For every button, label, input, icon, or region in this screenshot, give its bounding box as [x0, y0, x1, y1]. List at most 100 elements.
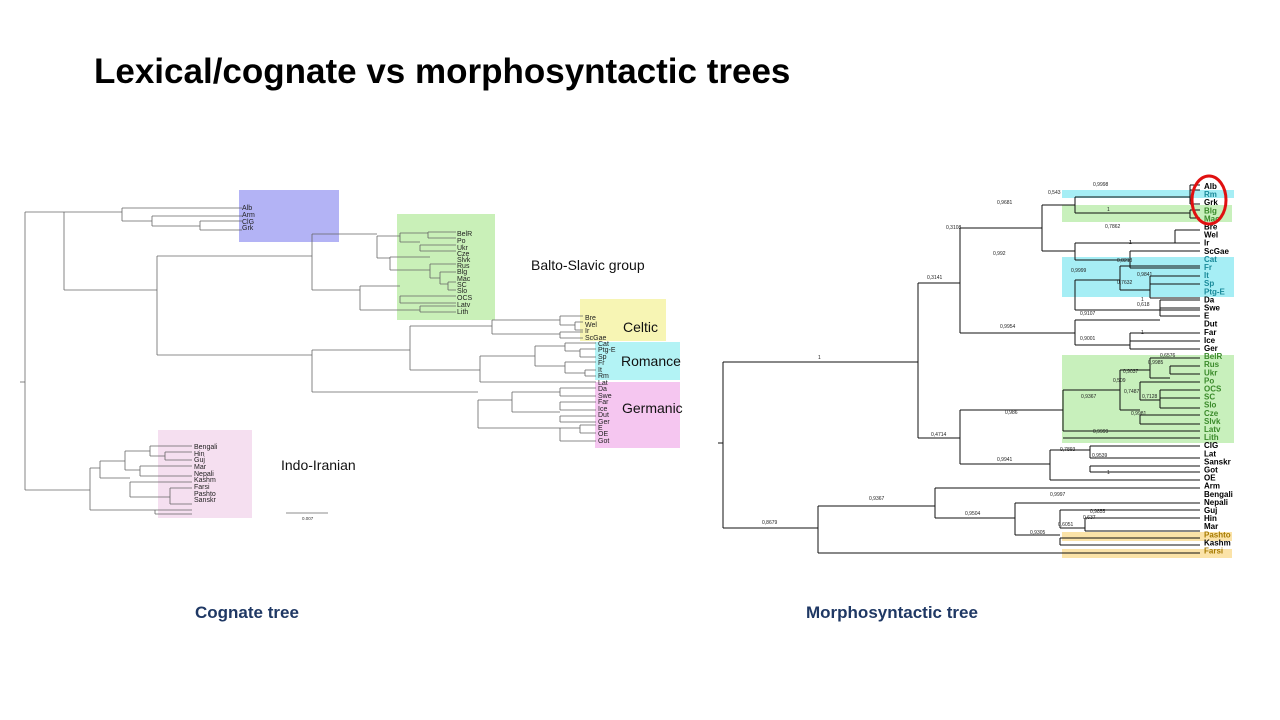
cognate-leaf-labels: AlbArmClGGrkBelRPoUkrCzeSlvkRusBlgMacSCS… [194, 205, 616, 504]
cognate-leaf-it: It [598, 367, 602, 374]
morpho-leaf-lat: Lat [1204, 449, 1216, 458]
support-value: 0,509 [1113, 378, 1126, 384]
cognate-leaf-sc: SC [457, 282, 467, 289]
support-value: 0,7487 [1124, 389, 1140, 395]
cognate-leaf-lith: Lith [457, 309, 468, 316]
cognate-leaf-cze: Cze [457, 251, 470, 258]
support-value: 1 [1107, 470, 1110, 476]
support-value: 0,9107 [1080, 311, 1096, 317]
morpho-leaf-cze: Cze [1204, 409, 1219, 418]
support-value: 0,618 [1137, 302, 1150, 308]
cognate-leaf-grk: Grk [242, 225, 254, 232]
support-value: 0,6051 [1058, 522, 1074, 528]
morpho-leaf-nepali: Nepali [1204, 498, 1228, 507]
morpho-leaf-it: It [1204, 271, 1209, 280]
morpho-leaf-ocs: OCS [1204, 385, 1222, 394]
cognate-leaf-bre: Bre [585, 315, 596, 322]
celtic-label: Celtic [623, 319, 659, 335]
cognate-leaf-cat: Cat [598, 341, 609, 348]
morpho-leaf-da: Da [1204, 295, 1215, 304]
cognate-leaf-ukr: Ukr [457, 245, 469, 252]
support-value: 0,8218 [1117, 258, 1133, 264]
support-value: 1 [1141, 330, 1144, 336]
cognate-leaf-clg: ClG [242, 219, 254, 226]
support-value: 0,9954 [1000, 324, 1016, 330]
support-value: 0,9981 [1131, 411, 1147, 417]
support-value: 0,6576 [1160, 353, 1176, 359]
support-value: 0,9855 [1090, 509, 1106, 515]
cognate-leaf-slo: Slo [457, 288, 467, 295]
group-box-germanic [595, 382, 680, 448]
morpho-leaf-slo: Slo [1204, 401, 1217, 410]
cognate-leaf-ocs: OCS [457, 295, 473, 302]
cognate-tree-branches [20, 207, 596, 515]
support-value: 0,543 [1048, 190, 1061, 196]
cognate-tree: AlbArmClGGrkBelRPoUkrCzeSlvkRusBlgMacSCS… [20, 190, 680, 521]
support-value: 0,7128 [1142, 394, 1158, 400]
support-value: 0,986 [1005, 410, 1018, 416]
support-value: 0,992 [993, 251, 1006, 257]
morpho-leaf-kashm: Kashm [1204, 538, 1231, 547]
slide-title: Lexical/cognate vs morphosyntactic trees [94, 52, 791, 91]
support-value: 0,9681 [997, 200, 1013, 206]
support-value: 0,8679 [762, 520, 778, 526]
morpho-leaf-rm: Rm [1204, 190, 1217, 199]
morpho-leaf-sp: Sp [1204, 279, 1214, 288]
cognate-leaf-fr: Fr [598, 360, 605, 367]
support-value: 1 [1129, 240, 1132, 246]
cognate-leaf-ger: Ger [598, 419, 610, 426]
morpho-leaf-hin: Hin [1204, 514, 1217, 523]
morpho-leaf-slvk: Slvk [1204, 417, 1221, 426]
support-value: 1 [1129, 240, 1132, 246]
group-box-indo-iranian [158, 430, 252, 518]
group-box-celtic [580, 299, 666, 341]
morpho-leaf-ir: Ir [1204, 239, 1209, 248]
morpho-leaf-got: Got [1204, 466, 1218, 475]
cognate-scale-label: 0.007 [302, 516, 314, 521]
support-value: 0,4714 [931, 432, 947, 438]
cognate-leaf-dut: Dut [598, 412, 609, 419]
support-value: 1 [1141, 297, 1144, 303]
morpho-leaf-lith: Lith [1204, 433, 1219, 442]
morpho-leaf-mac: Mac [1204, 214, 1220, 223]
morpho-leaf-bre: Bre [1204, 223, 1218, 232]
indo-iranian-label: Indo-Iranian [281, 457, 356, 473]
support-value: 0,637 [1083, 515, 1096, 521]
cognate-leaf-got: Got [598, 438, 609, 445]
cognate-leaf-swe: Swe [598, 393, 612, 400]
cognate-leaf-belr: BelR [457, 231, 472, 238]
cognate-leaf-bengali: Bengali [194, 444, 218, 451]
support-value: 0,7632 [1117, 280, 1133, 286]
morpho-leaf-e: E [1204, 312, 1210, 321]
morpho-leaf-grk: Grk [1204, 198, 1218, 207]
cognate-leaf-arm: Arm [242, 212, 255, 219]
cognate-leaf-mar: Mar [194, 464, 207, 471]
cognate-leaf-pashto: Pashto [194, 491, 216, 498]
cognate-leaf-farsi: Farsi [194, 484, 210, 491]
morpho-leaf-pashto: Pashto [1204, 530, 1231, 539]
morpho-leaf-sc: SC [1204, 393, 1215, 402]
morpho-leaf-far: Far [1204, 328, 1216, 337]
cognate-leaf-po: Po [457, 238, 466, 245]
cognate-leaf-ir: Ir [585, 328, 590, 335]
morpho-leaf-scgae: ScGae [1204, 247, 1229, 256]
highlight-circle [1190, 174, 1228, 226]
support-value: 0,9999 [1071, 268, 1087, 274]
morphosyntactic-tree: AlbRmGrkBlgMacBreWelIrScGaeCatFrItSpPtg-… [718, 174, 1234, 558]
morpho-tree-branches [718, 184, 1200, 554]
cognate-leaf-ice: Ice [598, 406, 607, 413]
support-value: 0,9997 [1050, 492, 1066, 498]
morpho-leaf-rus: Rus [1204, 360, 1220, 369]
support-value: 0,7862 [1105, 224, 1121, 230]
support-value: 0,9305 [1030, 530, 1046, 536]
cognate-tree-caption: Cognate tree [195, 603, 299, 622]
cognate-leaf-slvk: Slvk [457, 257, 471, 264]
support-value: 0,9504 [965, 511, 981, 517]
group-box-albanian-armenian-greek [239, 190, 339, 242]
cognate-leaf-alb: Alb [242, 205, 252, 212]
support-value: 1 [818, 355, 821, 361]
morpho-leaf-oe: OE [1204, 474, 1216, 483]
cognate-leaf-oe: OE [598, 431, 608, 438]
cognate-leaf-rm: Rm [598, 373, 609, 380]
support-value: 0,9001 [1080, 336, 1096, 342]
